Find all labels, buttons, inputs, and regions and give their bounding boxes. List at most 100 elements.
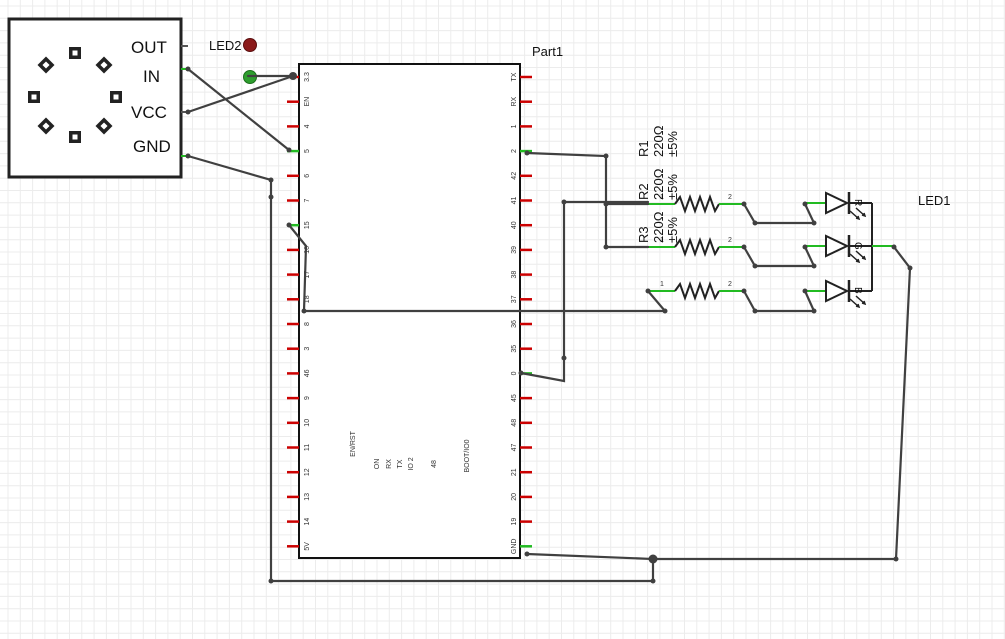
resistor-pin2-label: 2 — [728, 194, 732, 201]
wire-network — [185, 66, 913, 584]
led2-label: LED2 — [209, 38, 242, 53]
part1-right-pin-label: 20 — [511, 493, 518, 501]
resistor-value-label: 220Ω — [651, 211, 666, 243]
part1-left-pin-label: 17 — [304, 271, 311, 279]
resistor-name-label: R2 — [636, 183, 651, 200]
sensor-pin-in-label: IN — [143, 67, 160, 86]
part1-left-pin-label: 11 — [304, 444, 311, 451]
wire-junction-node — [752, 263, 758, 269]
wire-junction-node — [185, 66, 191, 72]
part1-center-label: RX — [386, 459, 393, 469]
wire-junction-node — [289, 72, 297, 80]
part1-left-pin-label: 8 — [304, 322, 311, 326]
part1-right-pin-label: 41 — [511, 197, 518, 205]
part1-right-pin-label: 39 — [511, 246, 518, 254]
part1-left-pin-label: 15 — [304, 221, 311, 229]
part1-left-pin-label: 10 — [304, 419, 311, 427]
part1-right-pin-label: GND — [511, 539, 518, 555]
part1-center-label: IO 2 — [408, 457, 415, 470]
wire-junction-node — [650, 578, 656, 584]
wire-junction-node — [811, 308, 817, 314]
sensor-pin-gnd-label: GND — [133, 137, 171, 156]
wire-junction-node — [286, 147, 292, 153]
part1-right-pin-label: RX — [511, 97, 518, 107]
wire-pin2-to-r2 — [525, 151, 650, 249]
led1-channel-label: R — [852, 199, 863, 206]
led1-diode-g[interactable]: G — [805, 234, 872, 264]
part1-center-label: ON — [374, 459, 381, 470]
sensor-pad-top — [69, 47, 81, 59]
led1-diode-b[interactable]: B — [805, 279, 872, 309]
wire-junction-node — [603, 153, 609, 159]
wire-junction-node — [741, 288, 747, 294]
resistor-value-label: 220Ω — [651, 125, 666, 157]
wire-junction-node — [741, 201, 747, 207]
part1-center-label: 48 — [431, 460, 438, 468]
part1-right-pin-label: 40 — [511, 221, 518, 229]
wire-junction-node — [907, 265, 913, 271]
led1-channel-label: B — [852, 287, 863, 294]
part1-left-pin-label: 7 — [304, 198, 311, 202]
part1-left-pin-label: 3.3 — [304, 72, 311, 82]
part1-right-pin-label: 47 — [511, 444, 518, 452]
resistor-tolerance-label: ±5% — [665, 131, 680, 157]
wire-junction-node — [561, 355, 567, 361]
sensor-pin-out-label: OUT — [131, 38, 167, 57]
resistor-pin1-label: 1 — [660, 281, 664, 288]
wire-pin0-to-r1 — [519, 200, 650, 383]
part1-center-label: EN/RST — [350, 430, 357, 456]
wire-junction-node — [802, 244, 808, 250]
wire-junction-node — [185, 109, 191, 115]
part1-right-pin-label: 42 — [511, 172, 518, 180]
resistor-tolerance-label: ±5% — [665, 174, 680, 200]
resistor-name-label: R3 — [636, 226, 651, 243]
resistor-pin2-label: 2 — [728, 281, 732, 288]
resistor-pin2-label: 2 — [728, 237, 732, 244]
wire-junction-node — [603, 244, 609, 250]
wire-junction-node — [561, 199, 567, 205]
wire-junction-node — [603, 201, 609, 207]
wire-sensor-vcc-to-3v3 — [186, 74, 295, 114]
wire-junction-node — [268, 177, 274, 183]
wire-gnd-bus — [186, 154, 655, 583]
part1-left-pin-label: 4 — [304, 124, 311, 128]
wire-junction-node — [301, 308, 307, 314]
part1-left-pin-label: 12 — [304, 468, 311, 476]
part1-left-pin-label: 5V — [304, 542, 311, 551]
led1-label: LED1 — [918, 193, 951, 208]
wire-junction-node — [518, 370, 524, 376]
wire-junction-node — [662, 308, 668, 314]
sensor-module[interactable]: OUT IN VCC GND — [7, 17, 188, 179]
wire-junction-node — [524, 150, 530, 156]
sensor-pad-left — [28, 91, 40, 103]
part1-right-pin-label: 0 — [511, 371, 518, 375]
wire-junction-node — [811, 263, 817, 269]
part1-right-pin-label: 19 — [511, 518, 518, 526]
wire-r3-to-led-b — [742, 289, 816, 313]
part1-center-label: BOOT/IO0 — [464, 439, 471, 472]
sensor-pad-right — [110, 91, 122, 103]
led1-diode-group: R G B — [805, 191, 894, 309]
led2-red-indicator[interactable] — [243, 38, 257, 52]
part1-right-pin-label: 45 — [511, 394, 518, 402]
resistor-value-label: 220Ω — [651, 168, 666, 200]
part1-right-pin-label: 35 — [511, 345, 518, 353]
sensor-pin-vcc-label: VCC — [131, 103, 167, 122]
part1-right-pin-label: 48 — [511, 419, 518, 427]
part1-right-pin-label: TX — [511, 72, 518, 81]
part1-right-pin-label: 1 — [511, 124, 518, 128]
part1-left-pin-label: 14 — [304, 518, 311, 526]
led1-diode-r[interactable]: R — [805, 191, 872, 221]
wire-junction-node — [752, 220, 758, 226]
wire-junction-node — [802, 201, 808, 207]
led1-rgb-component[interactable]: LED1 R G B — [805, 191, 951, 309]
wire-junction-node — [268, 578, 274, 584]
wire-junction-node — [811, 220, 817, 226]
wire-junction-node — [752, 308, 758, 314]
resistor-pin1-label: 1 — [660, 194, 664, 201]
part1-left-pin-label: 46 — [304, 369, 311, 377]
